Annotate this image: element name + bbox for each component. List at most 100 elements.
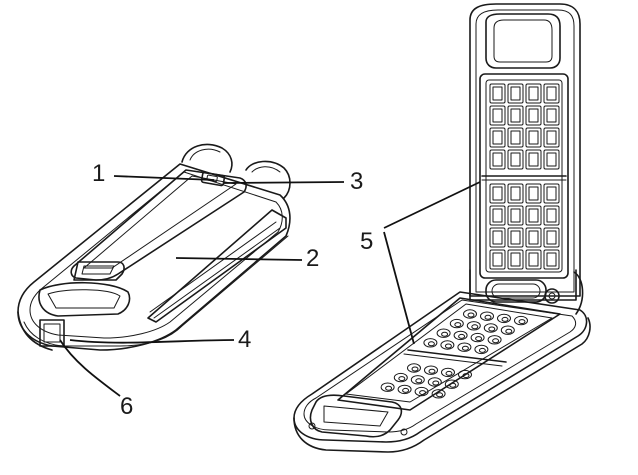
waffle-bump bbox=[407, 363, 421, 373]
waffle-cell bbox=[525, 149, 542, 170]
waffle-cell-inner bbox=[546, 86, 557, 101]
leader-lines bbox=[59, 175, 481, 397]
waffle-cell bbox=[507, 183, 524, 204]
waffle-bump bbox=[380, 382, 395, 392]
waffle-cell-inner bbox=[492, 130, 503, 145]
waffle-cell-inner bbox=[528, 208, 539, 223]
waffle-bump bbox=[423, 338, 438, 348]
waffle-cell-inner bbox=[510, 86, 521, 101]
callout-3: 3 bbox=[350, 168, 363, 195]
waffle-cell-inner bbox=[510, 230, 521, 245]
waffle-bump-inner bbox=[462, 373, 470, 379]
waffle-bump bbox=[457, 342, 472, 352]
waffle-cell bbox=[543, 183, 560, 204]
waffle-bump bbox=[483, 323, 498, 333]
waffle-cell-inner bbox=[492, 108, 503, 123]
waffle-bump bbox=[497, 313, 511, 324]
waffle-cell bbox=[489, 249, 506, 270]
waffle-cell bbox=[489, 227, 506, 248]
waffle-cell-inner bbox=[510, 152, 521, 167]
waffle-bump-inner bbox=[454, 322, 462, 328]
waffle-cell-inner bbox=[510, 252, 521, 267]
waffle-bump bbox=[436, 328, 451, 338]
waffle-cell-inner bbox=[528, 130, 539, 145]
waffle-bump bbox=[514, 315, 528, 326]
waffle-bump bbox=[444, 379, 459, 389]
waffle-bump bbox=[500, 325, 515, 335]
waffle-bump bbox=[397, 384, 412, 395]
waffle-cell bbox=[507, 205, 524, 226]
callout-2: 2 bbox=[306, 245, 319, 272]
waffle-cell-inner bbox=[528, 252, 539, 267]
waffle-cell-inner bbox=[510, 108, 521, 123]
waffle-cell bbox=[489, 83, 506, 104]
waffle-cell-inner bbox=[492, 86, 503, 101]
waffle-bump-inner bbox=[436, 392, 444, 398]
waffle-cell bbox=[507, 149, 524, 170]
waffle-bump bbox=[441, 367, 455, 378]
waffle-cell-inner bbox=[546, 186, 557, 201]
waffle-cell bbox=[543, 205, 560, 226]
lower-plate-grid-a bbox=[423, 309, 528, 355]
waffle-bump-inner bbox=[449, 382, 457, 388]
waffle-bump bbox=[458, 369, 472, 380]
waffle-cell-inner bbox=[492, 252, 503, 267]
waffle-bump bbox=[393, 372, 408, 383]
open-appliance bbox=[293, 3, 591, 453]
waffle-cell bbox=[507, 127, 524, 148]
waffle-cell-inner bbox=[546, 108, 557, 123]
waffle-bump bbox=[470, 332, 485, 343]
waffle-cell bbox=[525, 83, 542, 104]
waffle-cell-inner bbox=[528, 108, 539, 123]
waffle-cell bbox=[525, 227, 542, 248]
waffle-cell-inner bbox=[528, 152, 539, 167]
waffle-cell-inner bbox=[546, 208, 557, 223]
waffle-cell bbox=[543, 149, 560, 170]
waffle-bump-inner bbox=[419, 390, 427, 396]
waffle-cell bbox=[525, 183, 542, 204]
waffle-cell bbox=[525, 105, 542, 126]
waffle-bump-inner bbox=[492, 338, 500, 344]
waffle-cell bbox=[507, 83, 524, 104]
waffle-cell bbox=[543, 227, 560, 248]
waffle-bump bbox=[427, 377, 442, 387]
waffle-cell bbox=[543, 127, 560, 148]
waffle-bump-inner bbox=[398, 376, 406, 382]
waffle-cell bbox=[489, 205, 506, 226]
waffle-cell bbox=[525, 127, 542, 148]
callout-labels: 1 2 3 4 5 6 bbox=[92, 160, 373, 420]
waffle-bump bbox=[453, 330, 468, 341]
waffle-cell bbox=[543, 105, 560, 126]
waffle-bump-inner bbox=[488, 326, 496, 332]
waffle-bump bbox=[466, 321, 481, 331]
callout-1: 1 bbox=[92, 160, 105, 187]
waffle-cell-inner bbox=[528, 186, 539, 201]
waffle-cell bbox=[507, 105, 524, 126]
waffle-bump-inner bbox=[402, 387, 410, 393]
waffle-bump-inner bbox=[428, 368, 436, 374]
upper-plate-grid-a bbox=[489, 83, 560, 170]
waffle-bump bbox=[487, 335, 502, 345]
waffle-bump-inner bbox=[427, 341, 435, 347]
waffle-cell-inner bbox=[510, 130, 521, 145]
lower-plate-grid-b bbox=[380, 363, 472, 399]
waffle-cell bbox=[489, 127, 506, 148]
waffle-bump-inner bbox=[444, 343, 452, 349]
waffle-bump-inner bbox=[461, 345, 469, 351]
waffle-bump bbox=[480, 311, 494, 321]
waffle-cell-inner bbox=[528, 86, 539, 101]
waffle-cell-inner bbox=[492, 152, 503, 167]
waffle-cell-inner bbox=[492, 186, 503, 201]
waffle-bump-inner bbox=[385, 385, 393, 391]
waffle-bump-inner bbox=[478, 347, 486, 353]
waffle-cell bbox=[507, 249, 524, 270]
waffle-cell bbox=[507, 227, 524, 248]
waffle-bump bbox=[463, 309, 477, 319]
waffle-bump-inner bbox=[471, 324, 479, 330]
callout-4: 4 bbox=[238, 326, 251, 353]
waffle-bump bbox=[424, 365, 438, 375]
waffle-bump-inner bbox=[415, 378, 423, 384]
waffle-bump-inner bbox=[518, 319, 526, 325]
waffle-bump-inner bbox=[458, 333, 466, 339]
